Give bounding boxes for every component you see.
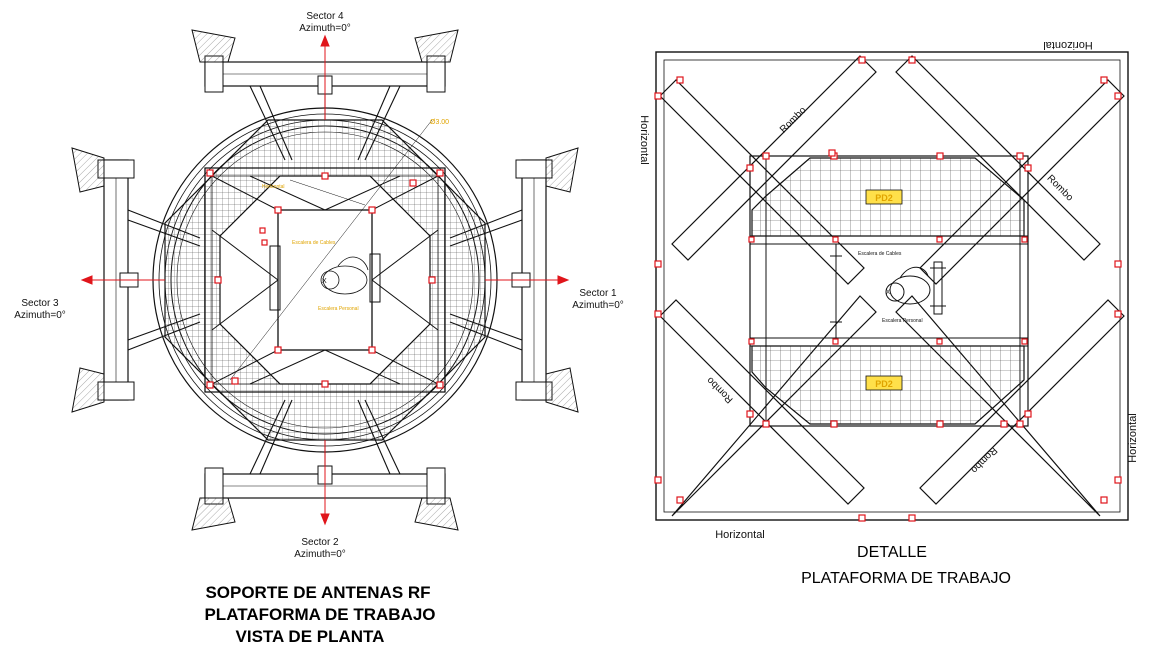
personal-ladder-annotation: Escalera Personal <box>318 306 359 312</box>
sector-4-label: Sector 4 <box>306 11 344 22</box>
detail-title-line2: PLATAFORMA DE TRABAJO <box>801 570 1011 587</box>
sector-1-label: Sector 1 <box>579 288 617 299</box>
rombo-members <box>659 55 1125 517</box>
plan-view: X <box>14 11 624 646</box>
detail-view: PD2 PD2 X Escalera de Cables Escalera Pe… <box>638 39 1139 587</box>
sector-3-label: Sector 3 <box>21 298 59 309</box>
ladders: X <box>830 244 946 338</box>
pd2-label-top-box <box>865 189 903 205</box>
sector-4-azimuth: Azimuth=0° <box>299 23 351 34</box>
outer-frame <box>655 51 1129 521</box>
sector-3-azimuth: Azimuth=0° <box>14 310 66 321</box>
detail-personal-ladder: Escalera Personal <box>882 318 923 324</box>
sector-3-mount <box>71 147 139 413</box>
node-markers <box>206 169 444 389</box>
pd2-label-bottom: PD2 <box>875 379 893 389</box>
pd2-label-bottom-box <box>865 375 903 391</box>
label-rombo-2: Rombo <box>1044 173 1075 204</box>
sector-2-azimuth: Azimuth=0° <box>294 549 346 560</box>
label-rombo-1: Rombo <box>778 105 809 136</box>
detail-cable-ladder: Escalera de Cables <box>858 251 902 257</box>
detail-title-line1: DETALLE <box>857 544 927 561</box>
label-horizontal-left: Horizontal <box>638 115 650 165</box>
sector-4-mount <box>191 29 459 95</box>
svg-text:X: X <box>886 290 890 296</box>
plan-title-line3: VISTA DE PLANTA <box>236 627 385 646</box>
label-rombo-4: Rombo <box>968 444 999 475</box>
label-rombo-3: Rombo <box>705 374 736 405</box>
svg-text:X: X <box>322 278 327 285</box>
sector-2-label: Sector 2 <box>301 537 339 548</box>
label-horizontal-top: Horizontal <box>1043 39 1093 51</box>
plan-title-line2: PLATAFORMA DE TRABAJO <box>204 605 435 624</box>
azimuth-arrows <box>80 34 570 526</box>
cable-ladder-annotation: Escalera de Cables <box>292 240 336 246</box>
sector-1-azimuth: Azimuth=0° <box>572 300 624 311</box>
person-symbol: X <box>320 256 369 295</box>
pd2-label-top: PD2 <box>875 193 893 203</box>
diameter-annotation: Ø3.00 <box>430 119 449 126</box>
sector-2-mount <box>191 465 459 531</box>
detail-node-markers <box>654 56 1122 522</box>
label-horizontal-bottom: Horizontal <box>715 529 765 541</box>
plan-title-line1: SOPORTE DE ANTENAS RF <box>205 583 430 602</box>
horizontal-annotation: Horizontal <box>262 184 285 190</box>
label-horizontal-right: Horizontal <box>1127 413 1139 463</box>
